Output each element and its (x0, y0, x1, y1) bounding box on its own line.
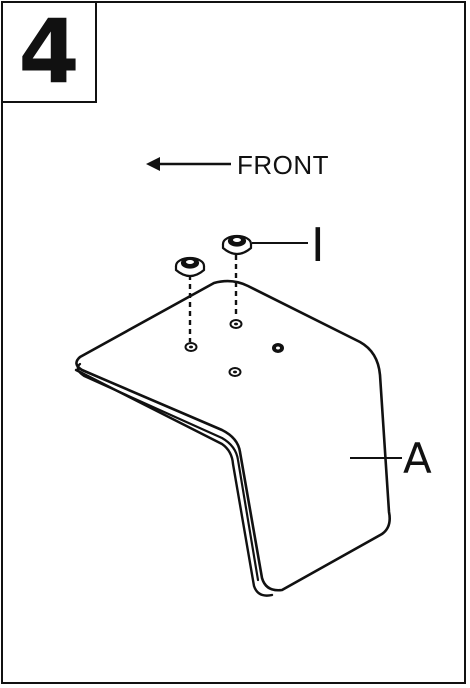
step-number: 4 (18, 0, 80, 103)
washer-right (221, 234, 253, 256)
washer-left (174, 256, 206, 278)
front-direction-label: FRONT (237, 150, 330, 180)
base-part-a (74, 279, 391, 597)
alignment-lines (188, 255, 238, 342)
step-number-box: 4 (1, 1, 97, 103)
part-label-i: I (311, 218, 325, 272)
base-holes (184, 319, 284, 377)
front-arrow-icon (146, 157, 231, 171)
part-label-a: A (403, 434, 432, 483)
